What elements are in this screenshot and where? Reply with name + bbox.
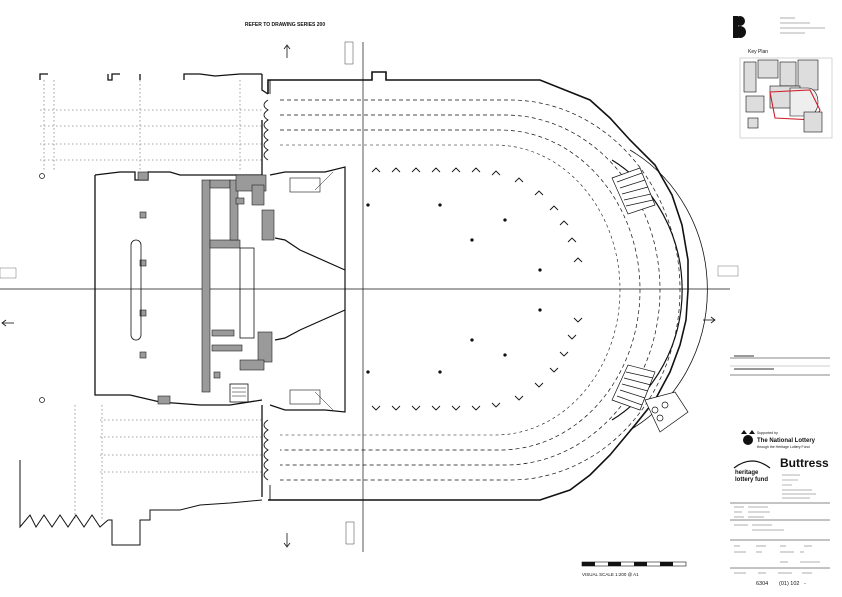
lower-left-edge <box>19 460 263 546</box>
auditorium-outer-wall <box>267 71 689 501</box>
project-fields <box>730 502 830 574</box>
stage-core <box>39 171 275 405</box>
key-plan-map <box>739 57 833 139</box>
section-lines <box>0 41 739 552</box>
buttress-b-logo <box>733 16 746 38</box>
revision-table <box>730 355 830 376</box>
hlf-logo: heritage lottery fund <box>733 460 771 483</box>
proscenium <box>269 166 346 413</box>
box-stairs <box>611 167 689 433</box>
title-block: Key Plan Supported by Th <box>730 16 833 587</box>
firm-name: Buttress <box>780 456 829 470</box>
auditorium-inner-tiers <box>280 99 708 481</box>
buttresses <box>263 80 271 500</box>
lottery-sub: through the Heritage Lottery Fund <box>757 445 810 449</box>
job-number: 6304 <box>756 581 768 587</box>
grid-dashes <box>40 80 262 520</box>
visual-scale-label: VISUAL SCALE 1:200 @ A1 <box>582 572 639 577</box>
visual-scale-bar: VISUAL SCALE 1:200 @ A1 <box>581 561 687 577</box>
seating-rows <box>366 167 583 411</box>
refer-to-drawing-note: REFER TO DRAWING SERIES 200 <box>245 22 325 28</box>
hlf-line-2: lottery fund <box>735 477 768 483</box>
key-plan-label: Key Plan <box>748 49 768 55</box>
lottery-name: The National Lottery <box>757 438 816 444</box>
hlf-line-1: heritage <box>735 470 759 476</box>
left-building-outline <box>39 73 269 497</box>
revision-value: - <box>804 581 806 587</box>
drawing-number: (01) 102 <box>779 581 800 587</box>
logo-note-lines <box>780 17 825 34</box>
lottery-supported-by: Supported by <box>757 431 778 435</box>
lottery-hand-logo <box>741 430 755 445</box>
firm-contact-lines <box>782 474 816 499</box>
